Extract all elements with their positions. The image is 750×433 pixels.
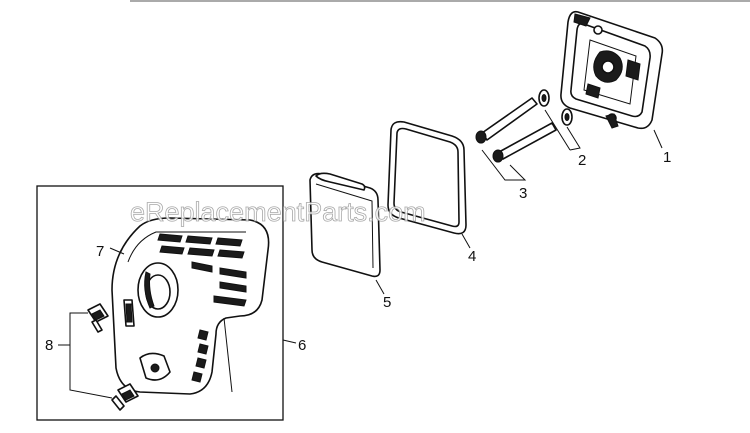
cover-group-frame — [36, 185, 284, 421]
air-cleaner-base — [560, 10, 664, 130]
callout-4: 4 — [468, 248, 476, 265]
callout-3: 3 — [519, 185, 527, 202]
callout-1: 1 — [663, 149, 671, 166]
callout-7: 7 — [96, 243, 104, 260]
gasket — [387, 120, 467, 235]
washers — [538, 89, 573, 126]
watermark-text: eReplacementParts.com — [130, 197, 426, 227]
callout-5: 5 — [383, 294, 391, 311]
knob-screws — [87, 303, 139, 411]
bolts — [475, 97, 557, 163]
filter-element — [309, 172, 381, 278]
callout-8: 8 — [45, 337, 53, 354]
callout-2: 2 — [578, 152, 586, 169]
callout-6: 6 — [298, 337, 306, 354]
air-cleaner-cover — [111, 217, 270, 395]
leader-lines — [58, 109, 663, 399]
